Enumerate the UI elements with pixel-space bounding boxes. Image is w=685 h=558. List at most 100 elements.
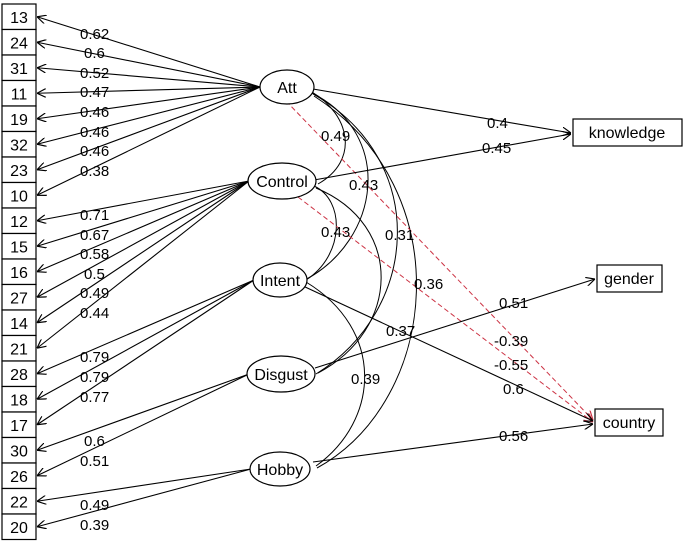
factor-loadings xyxy=(37,17,261,527)
negative-paths xyxy=(285,100,593,422)
loading-label-31: 0.52 xyxy=(80,65,109,82)
path-label-att-knowledge: 0.4 xyxy=(487,115,508,132)
loading-att-32 xyxy=(37,86,261,144)
loading-label-26: 0.51 xyxy=(80,453,109,470)
indicator-box-24 xyxy=(1,28,37,56)
indicator-box-23 xyxy=(1,156,37,184)
path-control-country xyxy=(297,196,593,422)
path-att-knowledge xyxy=(312,88,571,133)
corr-label-2: 0.43 xyxy=(349,177,378,194)
loading-label-16: 0.58 xyxy=(80,246,109,263)
latent-label-hobby: Hobby xyxy=(257,462,303,479)
loading-disgust-26 xyxy=(37,373,250,476)
latent-label-disgust: Disgust xyxy=(254,367,308,384)
corr-arc-intent-hobby xyxy=(305,281,366,467)
loading-hobby-20 xyxy=(37,468,252,527)
corr-label-3: 0.43 xyxy=(321,224,350,241)
indicator-label-14: 14 xyxy=(10,316,28,333)
loading-label-32: 0.46 xyxy=(80,124,109,141)
indicator-box-19 xyxy=(1,105,37,133)
loading-label-23: 0.46 xyxy=(80,143,109,160)
indicator-box-15 xyxy=(1,232,37,260)
outcome-boxes: knowledge gender country xyxy=(572,118,683,437)
latent-node-intent xyxy=(252,262,308,298)
loading-control-27 xyxy=(37,180,250,297)
loading-att-31 xyxy=(37,68,261,88)
indicator-label-20: 20 xyxy=(10,520,28,537)
outcome-box-gender xyxy=(596,264,663,293)
loading-att-11 xyxy=(37,86,261,93)
structural-paths xyxy=(302,88,595,463)
path-label-control-country: -0.55 xyxy=(494,357,528,374)
corr-label-4: 0.31 xyxy=(385,227,414,244)
path-disgust-gender xyxy=(314,279,595,369)
indicator-label-24: 24 xyxy=(10,35,28,52)
loading-label-24: 0.6 xyxy=(84,45,105,62)
loading-label-15: 0.67 xyxy=(80,227,109,244)
coefficient-labels: 0.4 0.45 0.51 0.6 0.56 -0.39 -0.55 0.49 … xyxy=(80,26,528,534)
latent-node-disgust xyxy=(246,355,316,393)
indicator-label-23: 23 xyxy=(10,163,28,180)
latent-label-att: Att xyxy=(277,80,297,97)
indicator-label-10: 10 xyxy=(10,188,28,205)
loading-att-23 xyxy=(37,86,261,170)
loading-intent-17 xyxy=(37,279,255,425)
outcome-label-knowledge: knowledge xyxy=(589,125,666,142)
indicator-label-19: 19 xyxy=(10,112,28,129)
path-att-country xyxy=(285,100,593,420)
corr-label-5: 0.36 xyxy=(414,276,443,293)
loading-label-28: 0.79 xyxy=(80,349,109,366)
loading-label-20: 0.39 xyxy=(80,517,109,534)
outcome-label-gender: gender xyxy=(604,271,654,288)
indicator-box-27 xyxy=(1,283,37,311)
indicator-box-12 xyxy=(1,207,37,235)
indicator-label-22: 22 xyxy=(10,494,28,511)
loading-label-18: 0.79 xyxy=(80,369,109,386)
indicator-box-20 xyxy=(1,513,37,541)
latent-node-control xyxy=(247,162,317,200)
loading-control-16 xyxy=(37,180,250,272)
loading-label-14: 0.49 xyxy=(80,285,109,302)
path-hobby-country xyxy=(312,424,593,463)
outcome-label-country: country xyxy=(603,415,655,432)
corr-arc-att-disgust xyxy=(312,93,398,375)
indicator-label-15: 15 xyxy=(10,239,28,256)
path-label-intent-country: 0.6 xyxy=(503,381,524,398)
indicator-box-32 xyxy=(1,130,37,158)
indicator-box-31 xyxy=(1,54,37,82)
path-label-hobby-country: 0.56 xyxy=(499,428,528,445)
path-intent-country xyxy=(302,285,593,421)
loading-control-14 xyxy=(37,180,250,323)
path-label-att-country: -0.39 xyxy=(494,333,528,350)
loading-label-12: 0.71 xyxy=(80,207,109,224)
loading-label-30: 0.6 xyxy=(84,433,105,450)
indicator-label-30: 30 xyxy=(10,443,28,460)
loading-label-27: 0.5 xyxy=(84,266,105,283)
loading-hobby-22 xyxy=(37,468,252,501)
indicator-box-28 xyxy=(1,360,37,388)
path-label-disgust-gender: 0.51 xyxy=(499,295,528,312)
latent-nodes: Att Control Intent Disgust Hobby xyxy=(246,69,317,487)
indicator-label-13: 13 xyxy=(10,10,28,27)
loading-intent-28 xyxy=(37,279,255,374)
latent-correlations xyxy=(304,91,417,469)
indicator-label-11: 11 xyxy=(11,86,28,103)
loading-control-15 xyxy=(37,180,250,246)
loading-control-12 xyxy=(37,180,250,221)
loading-intent-18 xyxy=(37,279,255,399)
loading-att-10 xyxy=(37,86,261,195)
loading-control-21 xyxy=(37,180,250,348)
indicator-label-12: 12 xyxy=(10,214,28,231)
corr-arc-att-hobby xyxy=(313,95,417,469)
outcome-box-country xyxy=(594,408,664,437)
loading-label-11: 0.47 xyxy=(80,84,109,101)
indicator-label-16: 16 xyxy=(10,265,28,282)
corr-label-1: 0.49 xyxy=(321,128,350,145)
indicator-label-18: 18 xyxy=(10,392,28,409)
loading-label-21: 0.44 xyxy=(80,305,109,322)
path-control-knowledge xyxy=(313,134,571,181)
indicator-box-10 xyxy=(1,181,37,209)
loading-att-24 xyxy=(37,42,261,88)
indicator-box-16 xyxy=(1,258,37,286)
latent-label-intent: Intent xyxy=(260,273,301,290)
